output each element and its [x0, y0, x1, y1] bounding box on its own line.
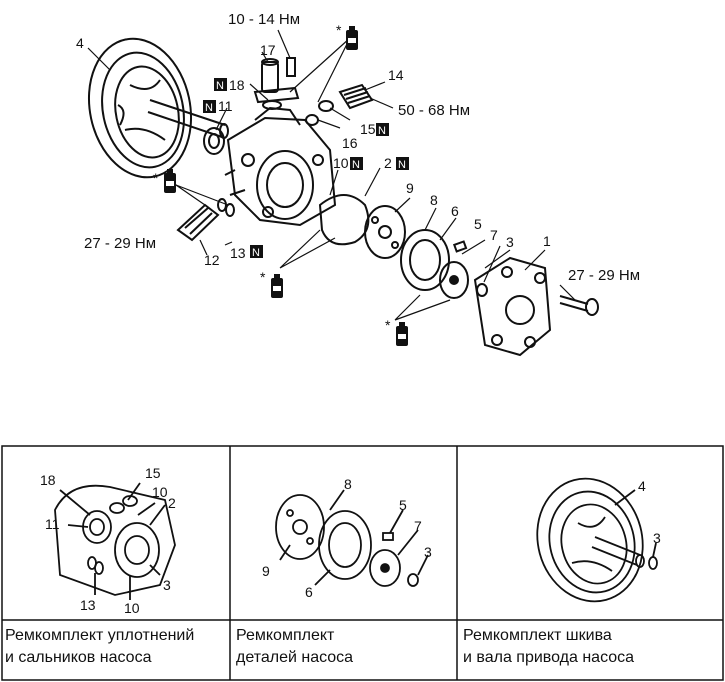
- kit-pump-parts-caption: Ремкомплект деталей насоса: [236, 625, 454, 669]
- repair-kits-table: 18 15 10 2 11 3 13 10 8 5 7 9 6 3 4 3: [1, 445, 724, 681]
- kit1-label: 10: [124, 600, 140, 616]
- part-label-3: 3: [506, 234, 514, 250]
- cover-bolt: [559, 295, 599, 316]
- caption-line: Ремкомплект: [236, 627, 335, 644]
- kit1-label: 13: [80, 597, 96, 613]
- part-label-9: 9: [406, 180, 414, 196]
- vane-5: [452, 240, 468, 253]
- torque-label-bolt: 10 - 14 Нм: [228, 11, 300, 28]
- snap-ring-3: [476, 283, 488, 297]
- part-label-15: 15: [360, 121, 376, 137]
- outlet-fitting-17: [253, 57, 300, 104]
- part-label-14: 14: [388, 67, 404, 83]
- caption-line: Ремкомплект уплотнений: [5, 627, 195, 644]
- part-label-1: 1: [543, 233, 551, 249]
- kit1-label: 3: [163, 577, 171, 593]
- torque-label-valve: 27 - 29 Нм: [84, 235, 156, 252]
- rear-cover-1: [473, 256, 552, 357]
- part-label-6: 6: [451, 203, 459, 219]
- part-label-11: 11: [218, 98, 233, 114]
- lube-asterisk: *: [385, 317, 391, 333]
- svg-text:N: N: [398, 159, 406, 171]
- part-label-7: 7: [490, 227, 498, 243]
- union-fitting-14: [338, 83, 374, 110]
- kit2-label: 5: [399, 497, 407, 513]
- kit1-label: 10: [152, 484, 168, 500]
- kit3-label: 4: [638, 478, 646, 494]
- caption-line: Ремкомплект шкива: [463, 627, 612, 644]
- part-label-2: 2: [384, 155, 392, 171]
- part-label-5: 5: [474, 216, 482, 232]
- pump-housing: [224, 106, 337, 227]
- grease-tube-icon: [346, 26, 358, 50]
- part-label-13: 13: [230, 245, 246, 261]
- side-plate-9: [364, 205, 406, 259]
- new-part-badge: N: [250, 245, 263, 259]
- kit1-label: 18: [40, 472, 56, 488]
- flow-valve-12: [176, 203, 220, 242]
- kit1-label: 2: [168, 495, 176, 511]
- torque-label-cover: 27 - 29 Нм: [568, 267, 640, 284]
- kit-pulley-caption: Ремкомплект шкива и вала привода насоса: [463, 625, 721, 669]
- svg-text:N: N: [216, 80, 224, 92]
- grease-tube-icon: [396, 322, 408, 346]
- exploded-pump-diagram: * * * * N N N N N N 4 17 18 11 14 15 16 …: [76, 11, 640, 357]
- grease-tube-icon: [271, 274, 283, 298]
- oil-seal-11: [203, 127, 225, 155]
- svg-text:N: N: [378, 125, 386, 137]
- kit2-label: 6: [305, 584, 313, 600]
- orings-13: [217, 198, 235, 217]
- caption-line: и сальников насоса: [5, 649, 152, 666]
- spring-16: [305, 114, 319, 126]
- kit2-label: 3: [424, 544, 432, 560]
- kit1-label: 11: [45, 516, 60, 532]
- lube-asterisk: *: [260, 269, 266, 285]
- new-part-badge: N: [396, 157, 409, 171]
- caption-line: деталей насоса: [236, 649, 354, 666]
- kit1-label: 15: [145, 465, 161, 481]
- svg-text:N: N: [352, 159, 360, 171]
- kit3-label: 3: [653, 530, 661, 546]
- leader-lines: [87, 29, 576, 321]
- lube-asterisk: *: [153, 170, 159, 186]
- kit2-label: 8: [344, 476, 352, 492]
- kit-pump-parts-drawing: [275, 489, 429, 587]
- new-part-badge: N: [350, 157, 363, 171]
- new-part-badge: N: [376, 123, 389, 137]
- caption-line: и вала привода насоса: [463, 649, 635, 666]
- svg-text:N: N: [252, 247, 260, 259]
- svg-text:N: N: [205, 102, 213, 114]
- kit2-label: 7: [414, 518, 422, 534]
- cam-ring-6: [400, 229, 450, 291]
- kit-seals-caption: Ремкомплект уплотнений и сальников насос…: [5, 625, 227, 669]
- new-part-badge: N: [203, 100, 216, 114]
- oring-15: [318, 100, 334, 112]
- kit-seals-drawing: [54, 482, 176, 600]
- part-label-12: 12: [204, 252, 220, 268]
- torque-label-fitting: 50 - 68 Нм: [398, 102, 470, 119]
- part-label-4: 4: [76, 35, 84, 51]
- part-label-8: 8: [430, 192, 438, 208]
- part-label-10: 10: [333, 155, 349, 171]
- new-part-badge: N: [214, 78, 227, 92]
- part-label-17: 17: [260, 42, 276, 58]
- gasket-10: [318, 194, 370, 246]
- kit2-label: 9: [262, 563, 270, 579]
- lube-asterisk: *: [336, 22, 342, 38]
- part-label-18: 18: [229, 77, 245, 93]
- rotor-7: [439, 261, 469, 299]
- oring-18: [262, 100, 282, 110]
- part-label-16: 16: [342, 135, 358, 151]
- kit-pulley-shaft-drawing: [536, 477, 658, 603]
